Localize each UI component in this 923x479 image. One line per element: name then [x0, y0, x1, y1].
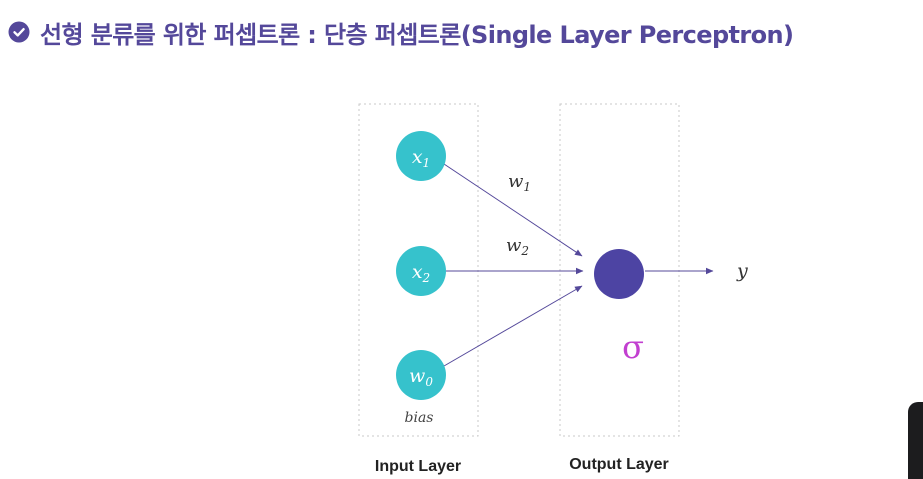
edge-x1-to-output — [443, 163, 583, 257]
check-circle-icon — [8, 21, 30, 43]
presenter-silhouette — [908, 402, 923, 479]
input-node-x2 — [396, 246, 446, 296]
weight-label-w2: w2 — [506, 235, 529, 258]
output-y-label: y — [736, 260, 748, 282]
input-node-w0-label: w0 — [409, 365, 433, 389]
input-node-x1 — [396, 131, 446, 181]
input-layer-label: Input Layer — [375, 458, 461, 475]
input-node-w0 — [396, 350, 446, 400]
input-layer-box — [358, 103, 479, 437]
output-node — [594, 249, 644, 299]
edge-w0-to-output — [443, 285, 583, 367]
sigma-annotation: σ — [622, 328, 644, 366]
output-layer-box — [559, 103, 680, 437]
weight-label-w1: w1 — [508, 171, 531, 194]
title-row: 선형 분류를 위한 퍼셉트론 : 단층 퍼셉트론(Single Layer Pe… — [8, 12, 794, 52]
output-layer-label: Output Layer — [569, 456, 669, 473]
bias-label: bias — [405, 410, 434, 426]
page-title: 선형 분류를 위한 퍼셉트론 : 단층 퍼셉트론(Single Layer Pe… — [40, 20, 794, 49]
input-node-x2-label: x2 — [412, 261, 430, 285]
input-node-x1-label: x1 — [412, 146, 430, 170]
